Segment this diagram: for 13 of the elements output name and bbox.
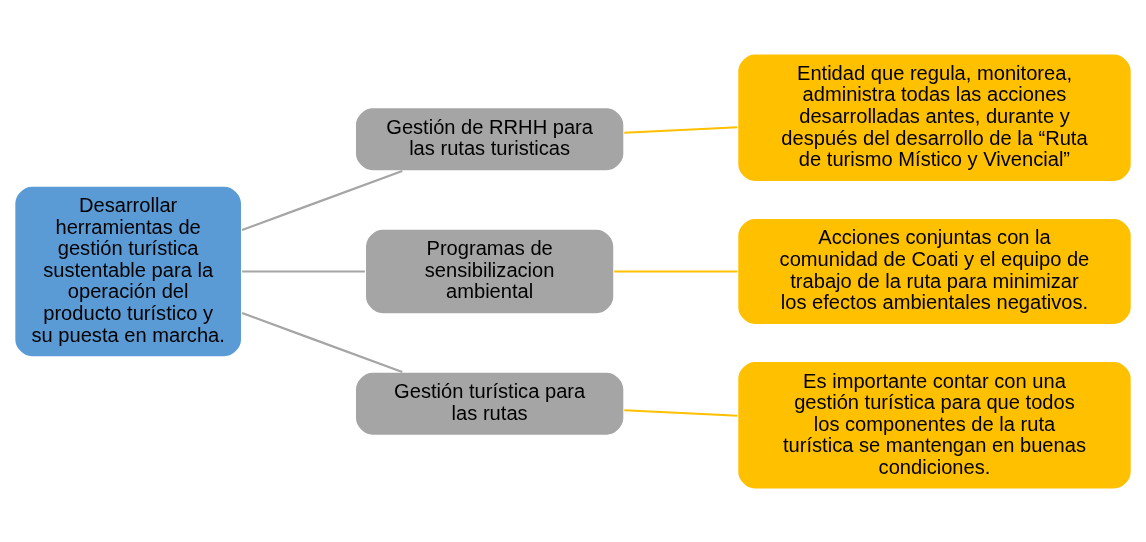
node-box: Desarrollar herramientas de gestión turística sustentable para la operación del producto turístico y su puesta en marcha. — [13, 184, 243, 358]
node-box: Programas de sensibilizacion ambiental — [364, 227, 615, 315]
connector — [614, 269, 738, 273]
node-box: Gestión turística para las rutas — [354, 370, 625, 436]
node-box: Entidad que regula, monitorea, administra todas las acciones desarrolladas antes, durante y después del desarrollo de la “Ruta de turismo Místico y Vivencial” — [736, 52, 1133, 182]
connector — [624, 125, 738, 134]
node-box: Es importante contar con una gestión turística para que todos los componentes de la ruta turística se mantengan en buenas condiciones. — [736, 360, 1133, 490]
node-box: Gestión de RRHH para las rutas turisticas — [354, 106, 625, 172]
connector — [241, 169, 403, 231]
connector — [241, 311, 403, 373]
node-box: Acciones conjuntas con la comunidad de Coati y el equipo de trabajo de la ruta para minimizar los efectos ambientales negativos. — [736, 217, 1133, 325]
connector — [624, 408, 738, 417]
connector — [242, 269, 365, 273]
